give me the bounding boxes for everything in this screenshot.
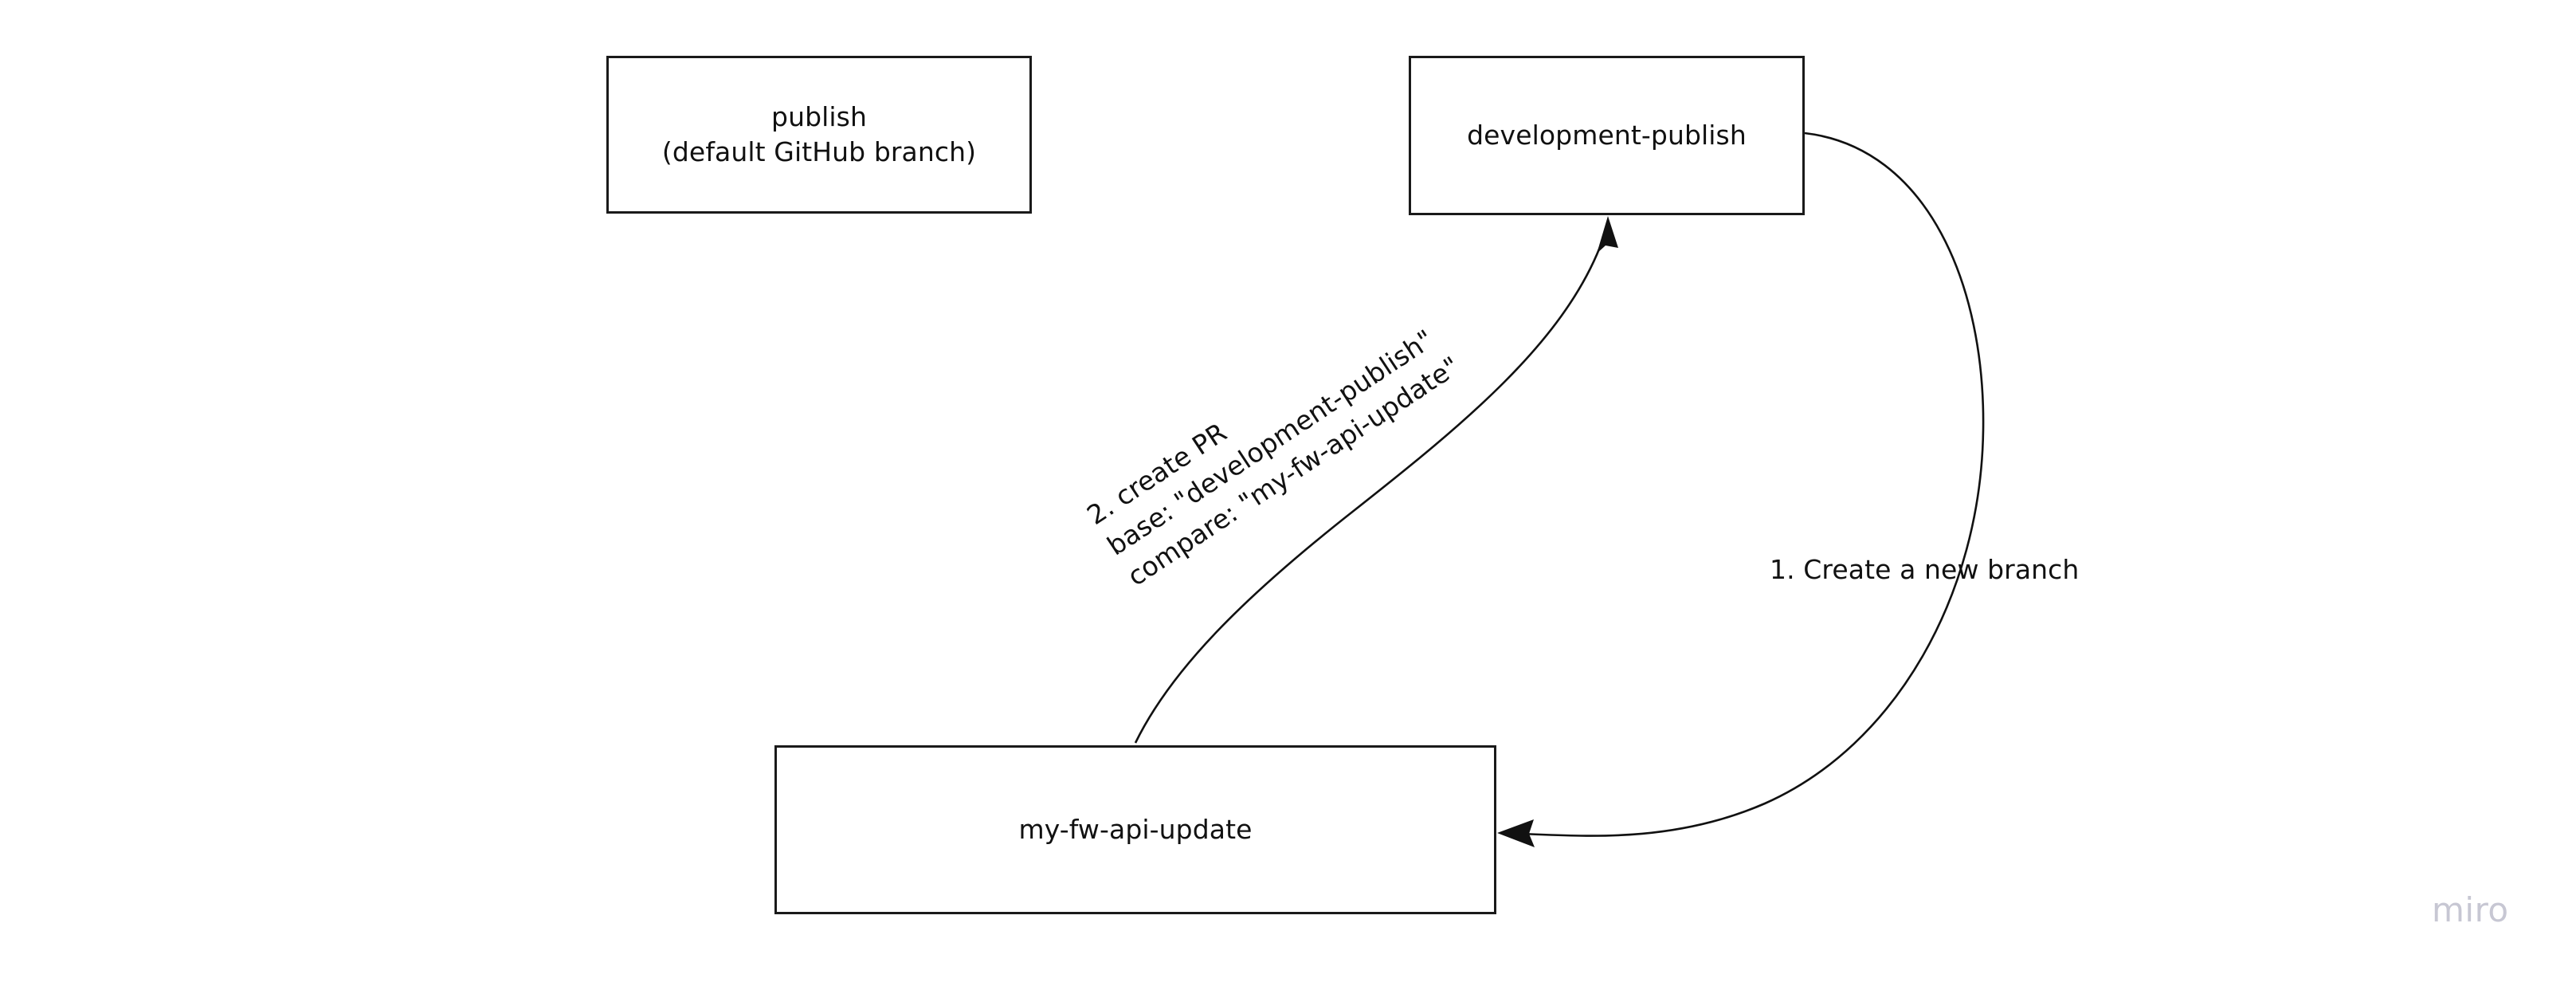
edge-create-branch-arrowhead [1497,819,1535,847]
edge-label-create-branch: 1. Create a new branch [1770,554,2080,585]
miro-watermark: miro [2432,890,2509,929]
edge-create-branch-path [1519,132,1985,837]
edge-label-create-pr: 2. create PR base: "development-publish"… [1080,287,1468,595]
node-my-fw-api-update[interactable]: my-fw-api-update [774,745,1496,914]
node-development-publish[interactable]: development-publish [1409,56,1805,215]
edge-create-branch[interactable] [1497,132,1985,847]
edge-label-create-pr-line-2: base: "development-publish" [1101,323,1440,562]
node-publish[interactable]: publish (default GitHub branch) [606,56,1032,214]
edge-create-pr-arrowhead [1597,216,1618,253]
